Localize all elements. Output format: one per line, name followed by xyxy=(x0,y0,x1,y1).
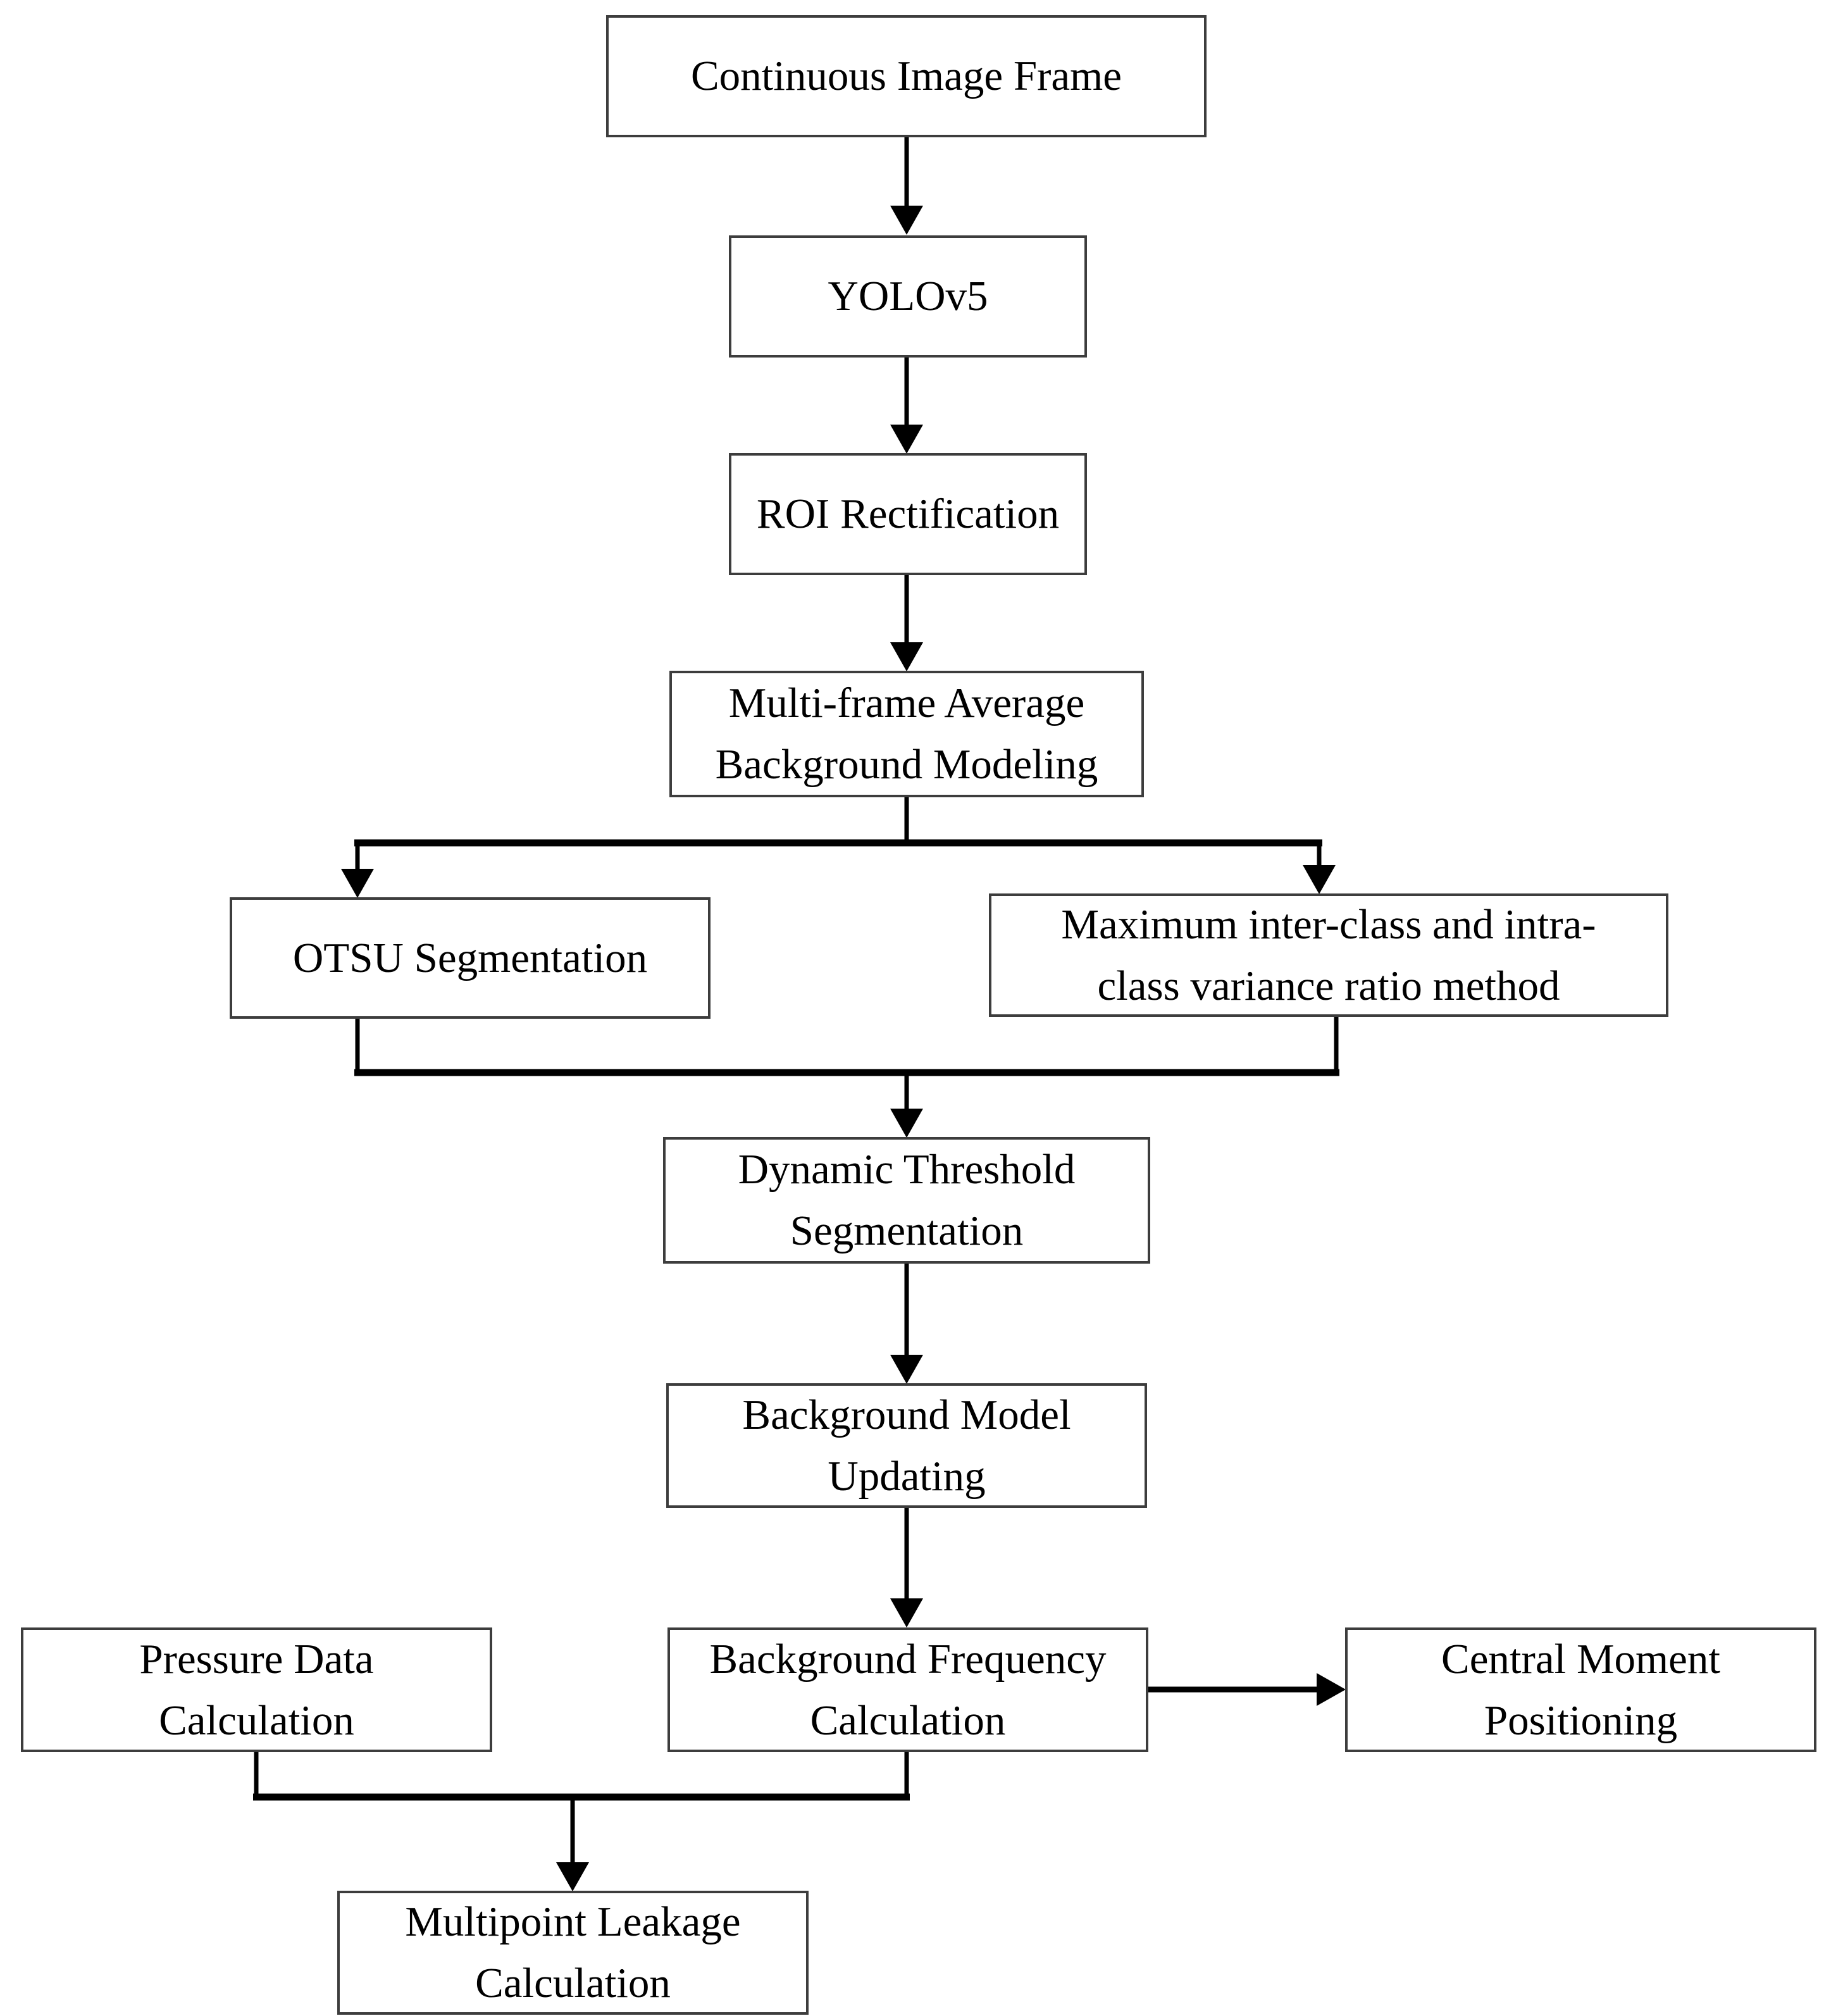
node-label: Pressure Data xyxy=(139,1635,374,1683)
flow-node-roi-rectification: ROI Rectification xyxy=(729,453,1087,575)
arrowhead-right-icon xyxy=(1317,1673,1346,1706)
edge-multiframe-branch xyxy=(341,797,1336,898)
edge-roi-to-multiframe xyxy=(890,575,923,671)
node-label: ROI Rectification xyxy=(756,490,1060,537)
node-label: Multipoint Leakage xyxy=(405,1898,741,1945)
arrowhead-down-icon xyxy=(341,869,374,898)
node-label: Dynamic Threshold xyxy=(738,1146,1076,1193)
node-label: Segmentation xyxy=(790,1207,1024,1254)
flow-node-multiframe-average-background-modeling: Multi-frame Average Background Modeling xyxy=(669,671,1144,797)
flow-node-yolov5: YOLOv5 xyxy=(729,235,1087,358)
node-label: Updating xyxy=(828,1452,986,1500)
node-label: Calculation xyxy=(159,1696,354,1744)
node-label: YOLOv5 xyxy=(828,273,988,320)
flow-node-dynamic-threshold-segmentation: Dynamic Threshold Segmentation xyxy=(663,1137,1150,1264)
edge-merge-to-dynamic-threshold xyxy=(354,1017,1339,1138)
flow-node-background-frequency-calculation: Background Frequency Calculation xyxy=(667,1627,1148,1752)
flow-node-otsu-segmentation: OTSU Segmentation xyxy=(230,897,711,1019)
flow-node-background-model-updating: Background Model Updating xyxy=(666,1383,1147,1508)
flow-node-continuous-image-frame: Continuous Image Frame xyxy=(606,15,1207,137)
edge-continuous-to-yolov5 xyxy=(890,137,923,235)
edge-yolov5-to-roi xyxy=(890,358,923,454)
flow-node-max-variance-ratio-method: Maximum inter-class and intra- class var… xyxy=(989,893,1668,1017)
arrowhead-down-icon xyxy=(1303,865,1336,894)
edge-dynamic-to-bgmodel xyxy=(890,1264,923,1384)
node-label: Background Modeling xyxy=(715,741,1098,788)
arrowhead-down-icon xyxy=(890,1109,923,1138)
arrowhead-down-icon xyxy=(890,642,923,671)
flow-node-multipoint-leakage-calculation: Multipoint Leakage Calculation xyxy=(337,1891,809,2015)
node-label: Calculation xyxy=(810,1696,1006,1744)
node-label: Calculation xyxy=(475,1960,671,2007)
node-label: class variance ratio method xyxy=(1097,962,1560,1009)
node-label: Background Model xyxy=(742,1391,1071,1438)
flow-node-pressure-data-calculation: Pressure Data Calculation xyxy=(21,1627,492,1752)
node-label: Maximum inter-class and intra- xyxy=(1061,900,1596,948)
node-label: Multi-frame Average xyxy=(728,680,1085,726)
flow-node-central-moment-positioning: Central Moment Positioning xyxy=(1345,1627,1816,1752)
arrowhead-down-icon xyxy=(890,1598,923,1627)
edge-merge-to-multipoint-leakage xyxy=(253,1752,910,1891)
arrowhead-down-icon xyxy=(890,206,923,235)
arrowhead-down-icon xyxy=(556,1862,589,1891)
node-label: OTSU Segmentation xyxy=(292,934,648,981)
arrowhead-down-icon xyxy=(890,425,923,454)
node-label: Continuous Image Frame xyxy=(690,53,1122,99)
node-label: Central Moment xyxy=(1441,1635,1720,1683)
edge-bgfreq-to-central-moment xyxy=(1148,1673,1346,1706)
node-label: Background Frequency xyxy=(709,1635,1107,1683)
node-label: Positioning xyxy=(1484,1696,1678,1744)
arrowhead-down-icon xyxy=(890,1355,923,1384)
edge-bgmodel-to-bgfreq xyxy=(890,1508,923,1627)
